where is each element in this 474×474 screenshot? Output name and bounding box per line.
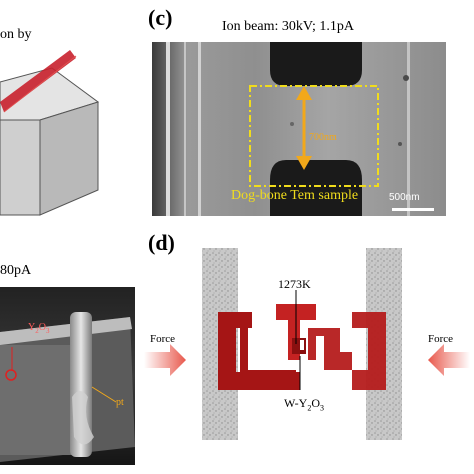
panel-c-scale-label: 500nm [389, 192, 420, 203]
panel-b-sem-image [0, 287, 135, 465]
ion-beam-cone [0, 50, 76, 112]
force-arrow-left [144, 344, 186, 376]
panel-a-illustration [0, 50, 100, 216]
dogbone-bottom-cutout [270, 160, 362, 216]
panel-b-pt-label: pt [116, 397, 124, 408]
panel-d-force-right: Force [428, 333, 454, 345]
panel-d-force-left: Force [150, 333, 176, 345]
block-front-face [0, 119, 41, 216]
panel-c-label: (c) [148, 5, 173, 30]
sample-right-bracket [308, 312, 386, 390]
block-side-face [39, 101, 99, 216]
panel-a-caption: on by [0, 27, 32, 42]
panel-d-schematic [144, 248, 470, 440]
sample-dashed-box [249, 85, 379, 187]
panel-c-caption: Ion beam: 30kV; 1.1pA [222, 19, 354, 34]
force-arrow-right [428, 344, 470, 376]
sample-left-bracket [218, 312, 300, 390]
panel-b-caption: 80pA [0, 263, 32, 278]
panel-d-temperature: 1273K [278, 277, 311, 291]
dogbone-top-cutout [270, 42, 362, 86]
y2o3-marker-circle [5, 369, 17, 381]
panel-d-material: W-Y2O3 [284, 396, 324, 413]
panel-b-y2o3-label: Y2O3 [28, 322, 50, 335]
scale-bar [392, 208, 434, 211]
panel-c-measure: 700nm [309, 132, 337, 143]
panel-c-sample-label: Dog-bone Tem sample [231, 188, 359, 203]
panel-c-sem-image [152, 42, 446, 216]
panel-d-label: (d) [148, 230, 175, 255]
